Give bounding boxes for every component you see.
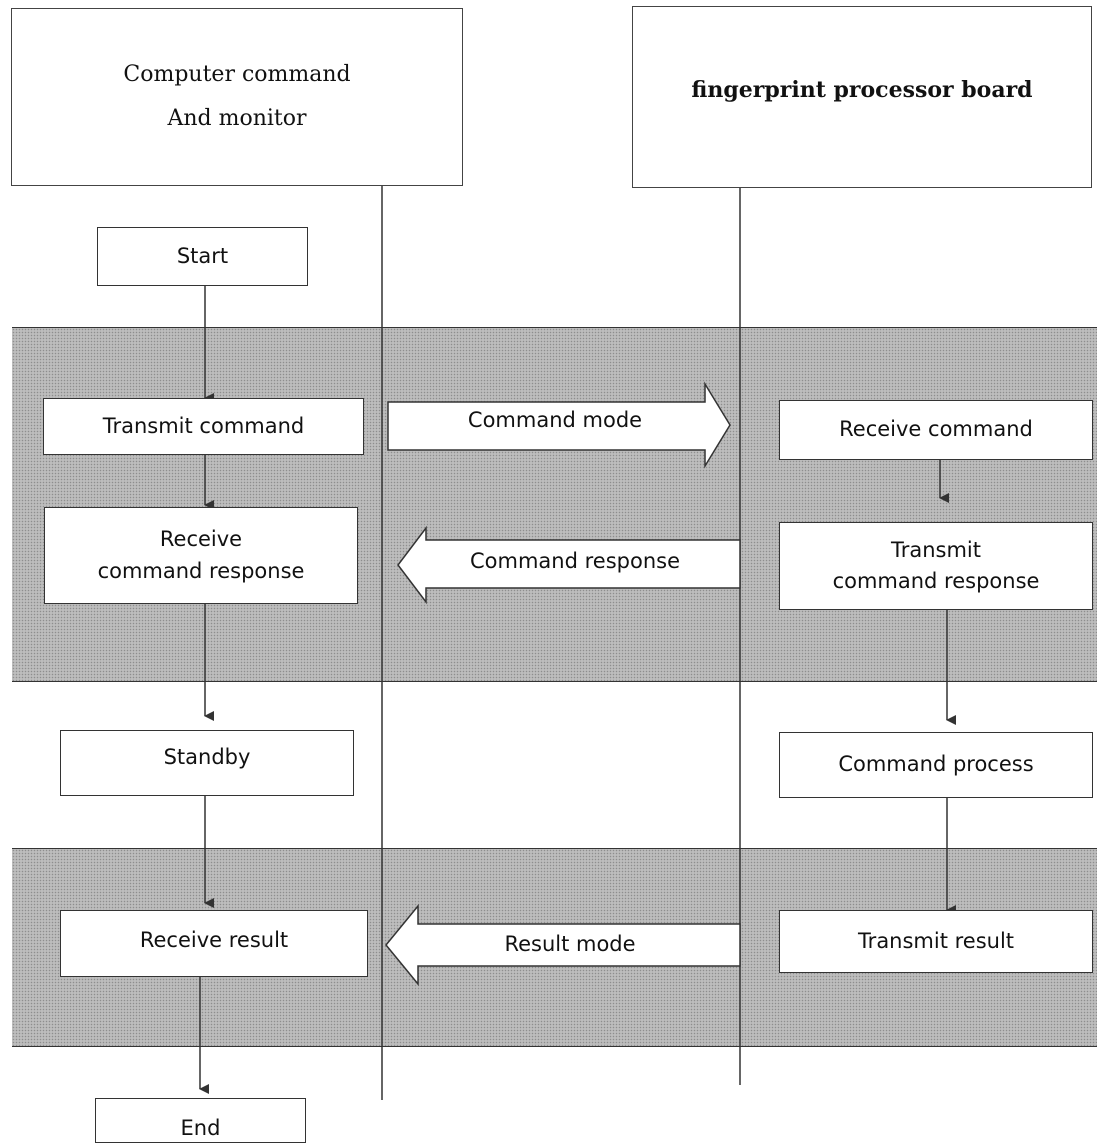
computer-lane-title-line2: And monitor <box>167 106 307 131</box>
receive-command-response-line1: Receive <box>159 527 243 551</box>
command-response-arrow <box>397 525 741 605</box>
computer-lane-header: Computer command And monitor <box>11 8 463 186</box>
receive-command-label: Receive command <box>839 417 1033 442</box>
receive-result-label: Receive result <box>139 927 289 952</box>
receive-command-box: Receive command <box>779 400 1093 460</box>
command-phase-band <box>12 327 1097 682</box>
command-process-box: Command process <box>779 732 1093 798</box>
result-mode-arrow <box>385 903 741 987</box>
start-box: Start <box>97 227 308 286</box>
end-label: End <box>180 1116 221 1140</box>
end-box: End <box>95 1098 306 1143</box>
board-lane-title: fingerprint processor board <box>691 77 1033 103</box>
transmit-command-label: Transmit command <box>102 413 305 438</box>
transmit-command-response-line2: command response <box>832 569 1040 593</box>
standby-box: Standby <box>60 730 354 796</box>
command-process-label: Command process <box>838 752 1034 777</box>
transmit-result-label: Transmit result <box>857 928 1015 953</box>
transmit-command-response-box: Transmit command response <box>779 522 1093 610</box>
transmit-result-box: Transmit result <box>779 910 1093 973</box>
command-response-label: Command response <box>470 549 680 573</box>
transmit-command-response-line1: Transmit <box>890 537 982 562</box>
command-mode-label: Command mode <box>467 408 643 432</box>
receive-result-box: Receive result <box>60 910 368 977</box>
transmit-command-box: Transmit command <box>43 398 364 455</box>
computer-lane-title-line1: Computer command <box>123 62 351 87</box>
receive-command-response-box: Receive command response <box>44 507 358 604</box>
result-mode-label: Result mode <box>504 932 636 956</box>
command-mode-arrow <box>387 381 731 469</box>
standby-label: Standby <box>163 745 251 770</box>
board-lane-header: fingerprint processor board <box>632 6 1092 188</box>
start-label: Start <box>176 243 229 268</box>
receive-command-response-line2: command response <box>97 558 305 583</box>
